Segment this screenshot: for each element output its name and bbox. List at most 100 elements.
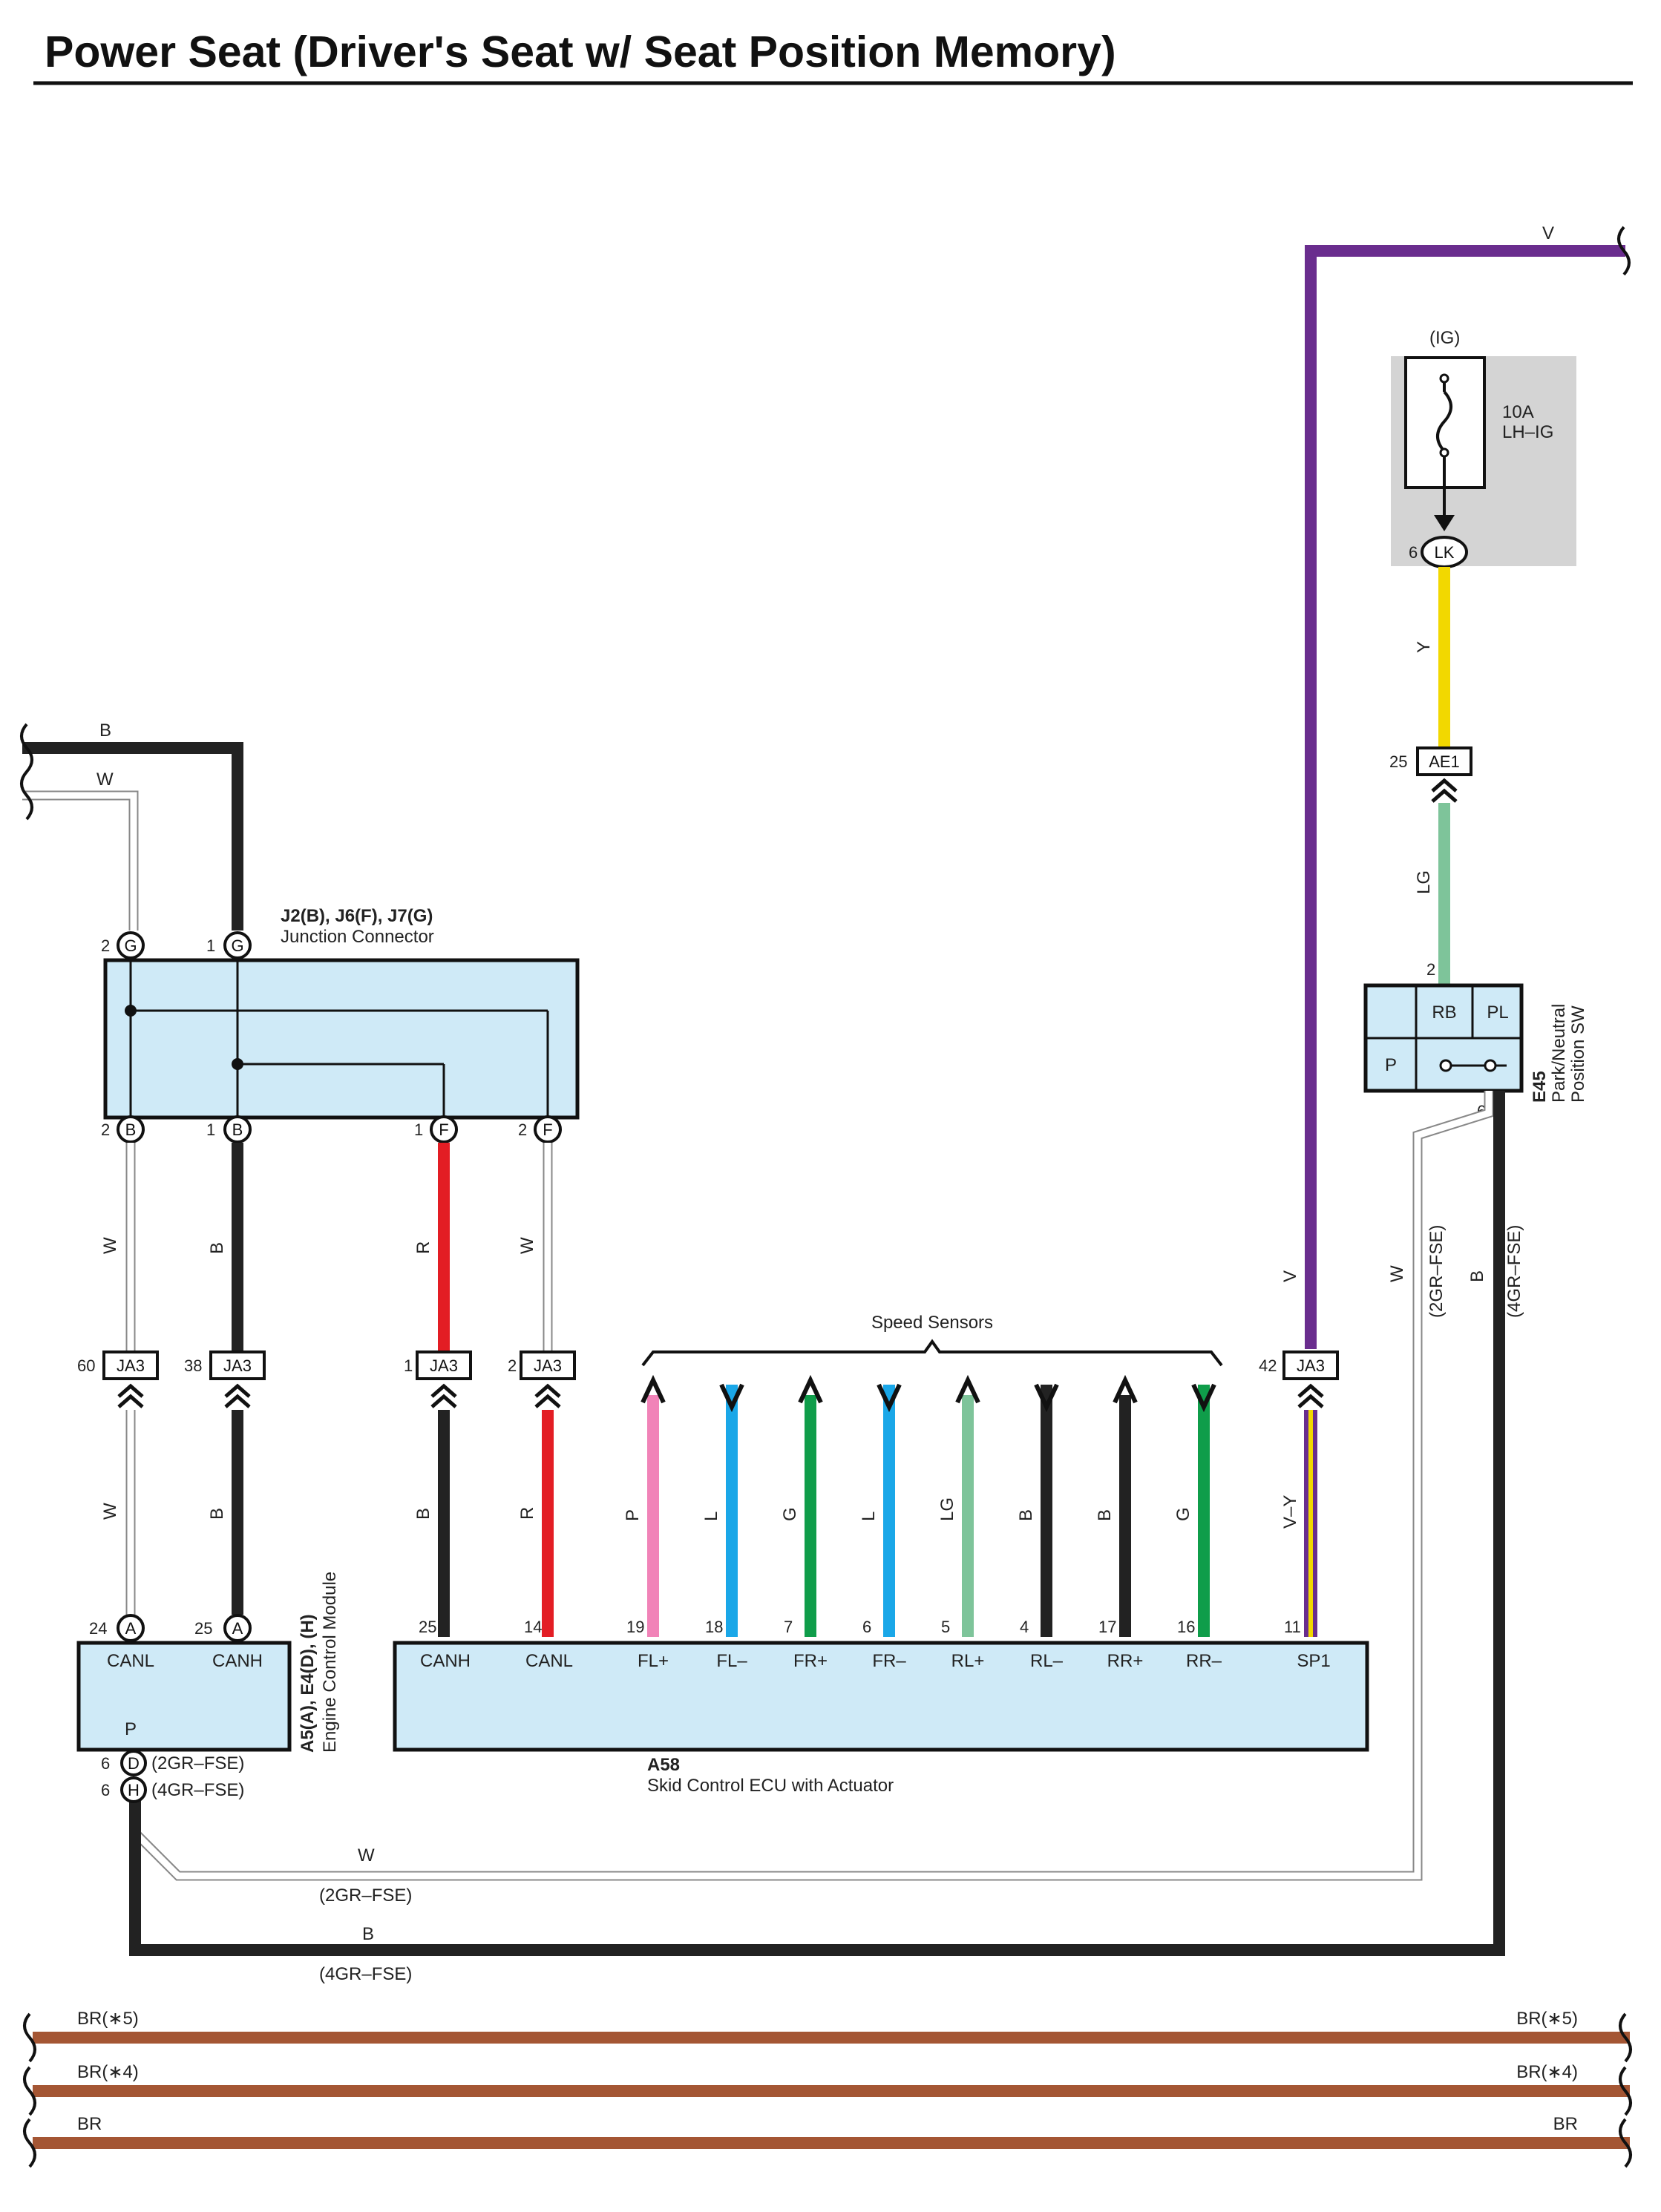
svg-text:1: 1 (206, 936, 215, 955)
wire-label-w-lower: W (100, 1503, 120, 1520)
speed-sensor-wire: G (780, 1374, 823, 1637)
e45-rb: RB (1432, 1002, 1456, 1023)
wire-label-v-right: V (1280, 1270, 1300, 1282)
svg-text:JA3: JA3 (430, 1356, 458, 1375)
wire-w-top-outline (22, 790, 139, 931)
e45-contact-icon (1439, 1059, 1452, 1072)
speed-sensor-name: FR– (872, 1651, 906, 1671)
wire-label-r-canl: R (517, 1507, 537, 1520)
wire-label-b-right: B (1467, 1270, 1487, 1282)
a58-canl-pin: 14 (524, 1618, 542, 1636)
speed-sensor-pin: 17 (1098, 1618, 1116, 1636)
lk-connector-label: LK (1435, 543, 1455, 562)
ecm-canl-label: CANL (107, 1651, 154, 1671)
fuse-arrow-icon (1434, 515, 1455, 531)
svg-text:42: 42 (1259, 1356, 1277, 1375)
speed-sensor-name: FL– (716, 1651, 747, 1671)
wire-label-w-top: W (96, 769, 114, 790)
speed-sensor-wire-label: B (1095, 1509, 1115, 1521)
br-wire-label-left: BR(∗4) (77, 2062, 139, 2082)
lk-pin: 6 (1409, 543, 1418, 562)
br-wire: BR(∗5)BR(∗5) (23, 2009, 1632, 2063)
svg-text:1: 1 (404, 1356, 413, 1375)
br-wire-label-left: BR (77, 2114, 102, 2134)
junction-top-pin: G 1 (206, 931, 252, 959)
speed-sensor-wire-label: G (1173, 1507, 1193, 1521)
speed-sensor-pin: 16 (1177, 1618, 1195, 1636)
br-wires: BR(∗5)BR(∗5)BR(∗4) BR(∗4) BR BR (23, 2009, 1632, 2168)
br-wire-label-right: BR (1553, 2114, 1578, 2134)
ecm-d-pin: D 6 (2GR–FSE) (101, 1750, 244, 1776)
wire-b-top (22, 742, 243, 931)
junction-connector-box (103, 958, 580, 1120)
svg-text:B: B (125, 1120, 137, 1139)
svg-text:1: 1 (414, 1120, 423, 1139)
speed-sensor-name: FL+ (638, 1651, 669, 1671)
wire-label-w-bottom: W (358, 1845, 375, 1865)
fuse-terminal-top (1439, 373, 1449, 384)
speed-sensor-wire: L (701, 1383, 744, 1637)
wire-label-w-left: W (100, 1237, 120, 1254)
wire-label-w-mid: W (517, 1237, 537, 1254)
junction-top-pin: G 2 (101, 931, 145, 959)
svg-text:2: 2 (101, 936, 110, 955)
junction-name: Junction Connector (281, 927, 434, 947)
ja3-connector: JA3 60 (77, 1350, 159, 1408)
ecm-code: A5(A), E4(D), (H) (298, 1614, 318, 1753)
speed-sensor-wire: B (1016, 1383, 1059, 1637)
svg-text:(2GR–FSE): (2GR–FSE) (151, 1753, 244, 1773)
junction-splice (125, 1005, 137, 1017)
wire-label-v-top: V (1542, 223, 1554, 243)
svg-text:F: F (439, 1120, 448, 1139)
a58-sp1-label: SP1 (1297, 1651, 1330, 1671)
fuse-name: LH–IG (1502, 422, 1553, 442)
svg-text:6: 6 (101, 1781, 110, 1799)
wire-label-vy: V–Y (1280, 1495, 1300, 1529)
fuse-rating: 10A (1502, 402, 1534, 422)
ae1-connector-label: AE1 (1429, 752, 1460, 771)
ja3-connector: JA3 38 (184, 1350, 266, 1408)
wire-label-4gr-right: (4GR–FSE) (1504, 1225, 1524, 1318)
junction-bottom-pin: F 2 (518, 1115, 562, 1143)
wire-break-symbol (1617, 226, 1631, 276)
wire-break-symbol (23, 2066, 36, 2116)
svg-text:60: 60 (77, 1356, 95, 1375)
wire-label-lg: LG (1414, 870, 1434, 894)
ae1-mate-icon (1431, 778, 1458, 803)
br-wire-label-left: BR(∗5) (77, 2009, 139, 2029)
svg-text:2: 2 (518, 1120, 527, 1139)
svg-text:B: B (232, 1120, 243, 1139)
wire-label-2gr-bottom: (2GR–FSE) (319, 1886, 412, 1906)
speed-sensor-name: FR+ (793, 1651, 828, 1671)
ja3-connector: JA3 42 (1259, 1350, 1339, 1408)
svg-text:(4GR–FSE): (4GR–FSE) (151, 1780, 244, 1800)
svg-text:A: A (232, 1619, 243, 1638)
wire-label-y: Y (1414, 641, 1434, 653)
junction-splice (232, 1058, 243, 1070)
a58-sp1-pin: 11 (1284, 1618, 1301, 1636)
speed-sensor-wire-label: P (623, 1509, 643, 1521)
svg-text:6: 6 (101, 1754, 110, 1773)
fuse-ig-label: (IG) (1429, 328, 1460, 348)
svg-text:JA3: JA3 (117, 1356, 145, 1375)
speed-sensor-wire-label: B (1016, 1509, 1036, 1521)
speed-sensor-wire: G (1173, 1383, 1216, 1637)
wire-label-b-canh: B (413, 1508, 433, 1520)
speed-sensor-pin: 18 (705, 1618, 723, 1636)
a58-canl-label: CANL (525, 1651, 573, 1671)
ecm-p-label: P (125, 1719, 137, 1739)
svg-text:JA3: JA3 (223, 1356, 252, 1375)
speed-sensor-wire: L (859, 1383, 902, 1637)
ja3-connector: JA3 2 (508, 1350, 576, 1408)
ecm-canl-pin: A 24 (89, 1614, 145, 1642)
e45-p: P (1385, 1055, 1397, 1075)
ja3-connector: JA3 1 (404, 1350, 472, 1408)
fuse-terminal-bottom (1439, 447, 1449, 458)
br-wire-label-right: BR(∗4) (1516, 2062, 1578, 2082)
wire-b-4gr (129, 1091, 1505, 1956)
junction-bottom-pin: B 2 (101, 1115, 145, 1143)
e45-pin-top: 2 (1426, 960, 1435, 979)
svg-text:24: 24 (89, 1619, 107, 1638)
speed-sensor-wire-label: L (859, 1512, 879, 1521)
